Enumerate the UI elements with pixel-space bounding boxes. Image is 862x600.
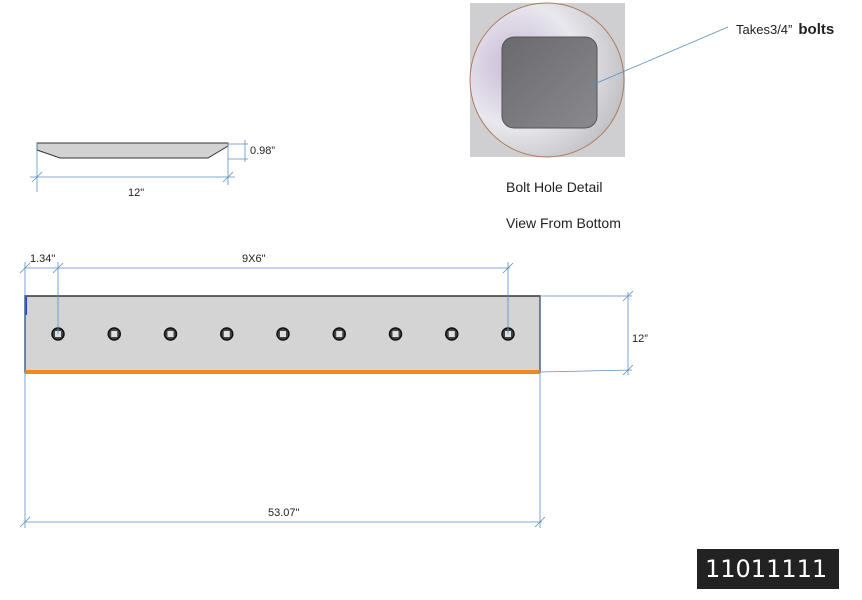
detail-subtitle: View From Bottom <box>506 215 621 231</box>
bolt-hole <box>445 327 459 341</box>
detail-title: Bolt Hole Detail <box>506 179 603 195</box>
bolt-callout: Takes3/4”bolts <box>736 21 834 38</box>
bolt-hole <box>276 327 290 341</box>
part-number: 11011111 <box>697 549 839 589</box>
thickness-dimension: 0.98” <box>250 145 275 157</box>
bolt-hole <box>220 327 234 341</box>
bolt-hole <box>332 327 346 341</box>
width-dimension: 12" <box>128 187 144 199</box>
plate-height-dimension: 12” <box>632 333 648 345</box>
bolt-hole <box>163 327 178 341</box>
plate-top-view: 1.34" 9X6" 12” 53.07" <box>19 253 648 528</box>
bolt-hole <box>388 327 403 341</box>
bolt-hole-detail: Takes3/4”bolts Bolt Hole Detail View Fro… <box>469 2 834 231</box>
side-view: 0.98” 12" <box>30 140 275 199</box>
edge-offset-dimension: 1.34" <box>30 253 55 265</box>
bolt-hole <box>107 327 121 341</box>
hole-spacing-dimension: 9X6" <box>242 253 266 265</box>
plate-length-dimension: 53.07" <box>268 507 300 519</box>
